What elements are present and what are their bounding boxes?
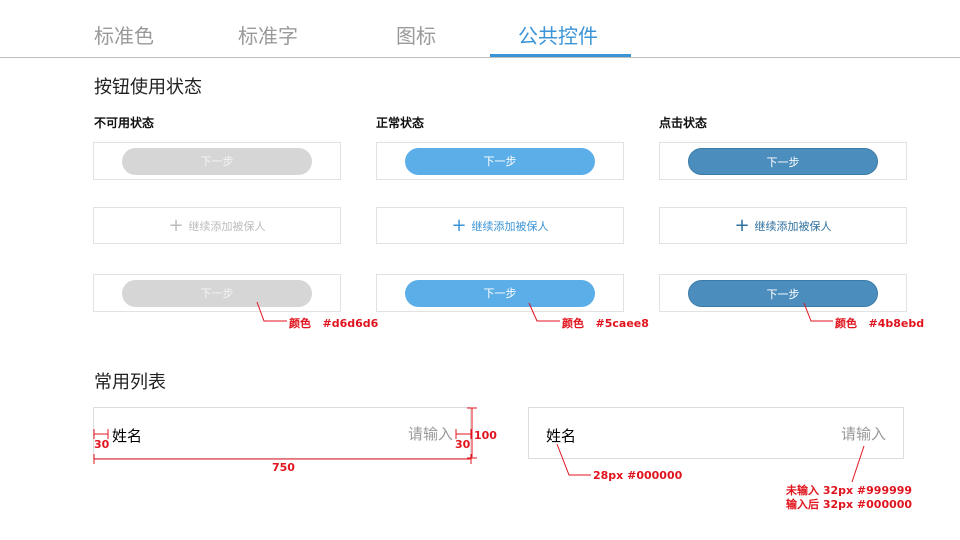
column-title-disabled: 不可用状态	[94, 116, 155, 130]
tab-icons[interactable]: 图标	[396, 24, 436, 48]
plus-icon: +	[734, 214, 750, 236]
plus-icon: +	[168, 214, 184, 236]
column-title-pressed: 点击状态	[659, 116, 708, 130]
color-note-hex: #d6d6d6	[322, 317, 379, 330]
active-tab-indicator	[490, 54, 631, 57]
add-insured-card-normal[interactable]: + 继续添加被保人	[376, 207, 624, 244]
dimension-right-padding: 30	[455, 438, 471, 451]
list-row-spec[interactable]: 姓名 请输入	[528, 407, 904, 459]
button-card-normal: 下一步	[376, 142, 624, 180]
column-title-normal: 正常状态	[376, 116, 425, 130]
add-insured-label: 继续添加被保人	[754, 219, 832, 233]
button-card-disabled: 下一步	[93, 142, 341, 180]
button-card-disabled-2: 下一步	[93, 274, 341, 312]
color-note-normal: 颜色 #5caee8	[562, 315, 649, 331]
plus-icon: +	[451, 214, 467, 236]
color-note-label: 颜色	[562, 317, 584, 330]
filled-spec-note: 输入后 32px #000000	[786, 498, 913, 511]
add-insured-card-disabled[interactable]: + 继续添加被保人	[93, 207, 341, 244]
next-button-normal[interactable]: 下一步	[405, 148, 595, 175]
button-card-normal-2: 下一步	[376, 274, 624, 312]
tab-common-controls[interactable]: 公共控件	[518, 24, 598, 48]
button-states-title: 按钮使用状态	[94, 77, 202, 98]
list-row-label: 姓名	[546, 427, 577, 445]
next-button-disabled-2[interactable]: 下一步	[122, 280, 312, 307]
list-row-annotated[interactable]: 姓名 请输入	[93, 407, 471, 459]
tab-standard-colors[interactable]: 标准色	[94, 24, 154, 48]
color-note-disabled: 颜色 #d6d6d6	[289, 315, 378, 331]
add-insured-card-pressed[interactable]: + 继续添加被保人	[659, 207, 907, 244]
color-note-label: 颜色	[289, 317, 311, 330]
next-button-pressed[interactable]: 下一步	[688, 148, 878, 175]
next-button-disabled[interactable]: 下一步	[122, 148, 312, 175]
add-insured-label: 继续添加被保人	[471, 219, 549, 233]
button-card-pressed: 下一步	[659, 142, 907, 180]
next-button-pressed-2[interactable]: 下一步	[688, 280, 878, 307]
list-row-input[interactable]: 请输入	[408, 425, 454, 443]
add-insured-button-pressed[interactable]: + 继续添加被保人	[660, 208, 906, 243]
placeholder-spec-note: 未输入 32px #999999	[786, 484, 913, 497]
button-card-pressed-2: 下一步	[659, 274, 907, 312]
tab-standard-fonts[interactable]: 标准字	[238, 24, 298, 48]
list-row-label: 姓名	[112, 427, 143, 445]
color-note-hex: #4b8ebd	[868, 317, 925, 330]
dimension-left-padding: 30	[94, 438, 110, 451]
color-note-pressed: 颜色 #4b8ebd	[835, 315, 924, 331]
common-list-title: 常用列表	[94, 372, 166, 393]
tab-bar: 标准色 标准字 图标 公共控件	[0, 0, 960, 58]
next-button-normal-2[interactable]: 下一步	[405, 280, 595, 307]
add-insured-button-disabled[interactable]: + 继续添加被保人	[94, 208, 340, 243]
label-spec-note: 28px #000000	[593, 469, 683, 482]
color-note-label: 颜色	[835, 317, 857, 330]
list-row-input[interactable]: 请输入	[841, 425, 887, 443]
dimension-width: 750	[272, 461, 295, 474]
dimension-height: 100	[474, 429, 497, 442]
color-note-hex: #5caee8	[595, 317, 649, 330]
add-insured-button-normal[interactable]: + 继续添加被保人	[377, 208, 623, 243]
add-insured-label: 继续添加被保人	[188, 219, 266, 233]
